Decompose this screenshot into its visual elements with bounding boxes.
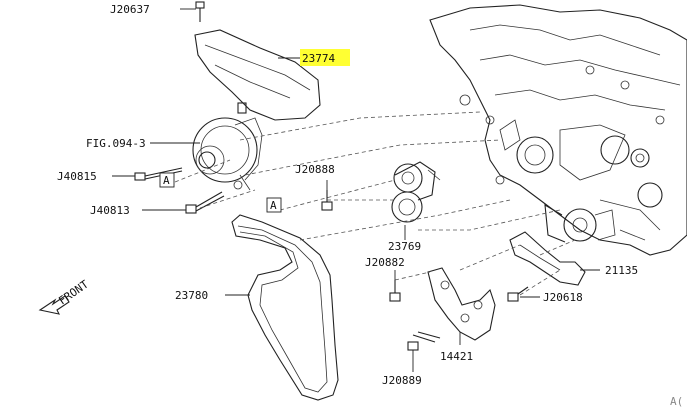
bolt-j20618 [507,286,529,302]
reference-lines [174,111,576,296]
tensioner-23769 [391,161,441,223]
ref-box-a2-label: A [270,199,277,212]
ref-box-a2: A [266,197,282,213]
bolt-j40813 [185,191,225,214]
bracket-14421 [427,267,496,341]
alternator [192,102,263,191]
cover-23774 [194,29,321,121]
label-j20618: J20618 [543,291,583,304]
bolt-j20889 [407,331,441,351]
front-arrow: FRONT [38,278,91,315]
label-fig094: FIG.094-3 [86,137,146,150]
label-21135: 21135 [605,264,638,277]
front-label: FRONT [56,278,91,308]
bracket-21135 [509,231,586,286]
bolt-j40815 [134,167,183,181]
label-corner: A( [670,395,683,408]
leader-lines [112,8,600,372]
bolt-j20882 [389,280,401,302]
label-j20888: J20888 [295,163,335,176]
ref-box-a1: A [159,172,175,188]
label-j20889: J20889 [382,374,422,387]
label-23769: 23769 [388,240,421,253]
belt-23780 [231,214,339,401]
label-j20637: J20637 [110,3,150,16]
part-23774-highlight [300,49,350,66]
label-23780: 23780 [175,289,208,302]
label-j40815: J40815 [57,170,97,183]
engine-block [429,4,687,256]
water-pump [544,203,616,243]
label-j20882: J20882 [365,256,405,269]
label-14421: 14421 [440,350,473,363]
bolt-j20637 [195,1,205,22]
ref-box-a1-label: A [163,174,170,187]
label-j40813: J40813 [90,204,130,217]
label-23774: 23774 [302,52,335,65]
